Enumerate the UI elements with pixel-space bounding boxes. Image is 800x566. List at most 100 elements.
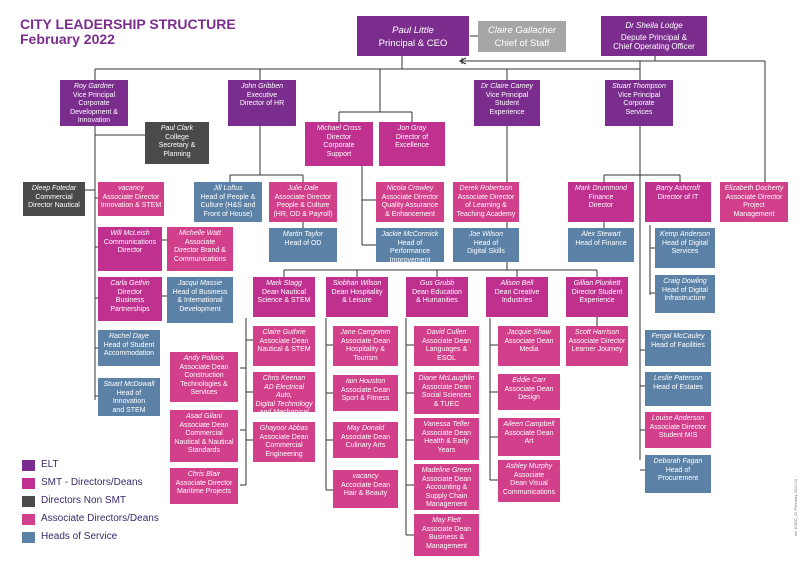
node-role: Associate Director Maritime Projects <box>175 480 233 496</box>
node-name: Paul Clark <box>160 125 194 132</box>
node-name: Kemp Anderson <box>660 231 710 238</box>
node-name: Dr Sheila Lodge <box>625 21 683 31</box>
node-role: Head of People & Culture (H&S and Front … <box>200 194 256 218</box>
node-role: Head of Estates <box>653 384 703 392</box>
node-name: Iain Houston <box>345 378 386 385</box>
node-role: Head of Student Accommodation <box>103 342 155 358</box>
node-role: Associate Director Learner Journey <box>568 338 626 354</box>
node-name: Rachel Daye <box>108 333 150 340</box>
node-name: Mark Stagg <box>266 280 302 287</box>
legend-swatch <box>22 496 35 507</box>
node-name: Elizabeth Docherty <box>724 185 784 192</box>
legend-swatch <box>22 460 35 471</box>
node-name: Barry Ashcroft <box>655 185 701 192</box>
node-role: Vice Principal Student Experience <box>485 92 529 116</box>
node-role: AD Electrical Auto, Digital Technology a… <box>255 384 313 412</box>
node-name: Michael Cross <box>316 125 362 132</box>
node-role: Associate Dean Media <box>504 338 554 354</box>
node-name: Aileen Campbell <box>503 421 555 428</box>
node-role: College Secretary & Planning <box>158 134 196 158</box>
node-role: Associate Dean Hospitality & Tourism <box>340 338 391 362</box>
node-role: Director Student Experience <box>571 289 623 305</box>
node-role: Head of Digital Infrastructure <box>662 287 708 303</box>
node-name: Alison Bell <box>500 280 534 287</box>
node-name: Joe Wilson <box>468 231 504 238</box>
node-name: Scott Harrison <box>574 329 620 336</box>
node-role: Head of Facilities <box>651 342 705 350</box>
node-role: Associate Dean Accounting & Supply Chain… <box>421 476 472 508</box>
node-role: Director Corporate Support <box>323 134 355 158</box>
node-name: Jill Loftus <box>213 185 243 192</box>
node-name: Ashley Murphy <box>505 463 553 470</box>
node-name: vacancy <box>352 473 379 480</box>
node-role: Associate Dean Commercial Nautical & Nau… <box>174 422 234 454</box>
node-role: Head of OD <box>284 240 322 248</box>
node-role: Commercial Director Nautical <box>28 194 80 210</box>
node-role: Dean Hospitality & Leisure <box>331 289 383 305</box>
node-name: Ghayoor Abbas <box>259 425 309 432</box>
node-name: Will McLeish <box>110 230 150 237</box>
reference-note: ref: ESDC_22 February 2022 v3 <box>793 478 798 536</box>
node-name: Nicola Crowley <box>386 185 434 192</box>
node-name: Michelle Watt <box>179 230 221 237</box>
legend-label: Associate Directors/Deans <box>41 513 159 524</box>
node-role: Vice Principal Corporate Services <box>617 92 661 116</box>
node-name: Martin Taylor <box>282 231 324 238</box>
node-role: Finance Director <box>588 194 614 210</box>
node-name: May Flett <box>432 517 461 524</box>
node-role: Communications Director <box>103 239 157 255</box>
node-role: Associate Director Innovation & STEM <box>100 194 162 210</box>
node-name: John Gribben <box>240 83 284 90</box>
node-name: Alex Stewart <box>581 231 621 238</box>
legend-label: ELT <box>41 459 59 470</box>
node-name: vacancy <box>118 185 144 192</box>
node-role: Associate Dean Art <box>504 430 554 446</box>
chart-title: CITY LEADERSHIP STRUCTURE <box>20 16 236 32</box>
node-role: Executive Director of HR <box>239 92 285 108</box>
legend-swatch <box>22 514 35 525</box>
node-name: Gillian Plunkett <box>573 280 621 287</box>
node-role: Vice Principal Corporate Development & I… <box>70 92 118 124</box>
node-name: Siobhan Wilson <box>332 280 382 287</box>
node-role: Associate Dean Visual Communications <box>502 472 556 496</box>
node-name: Mark Drummond <box>574 185 628 192</box>
node-name: Paul Little <box>392 24 434 36</box>
node-role: Associate Director Project Management <box>725 194 783 218</box>
node-name: Claire Gallacher <box>487 25 557 36</box>
node-name: Chris Blair <box>187 471 221 478</box>
node-role: Head of Procurement <box>657 467 699 483</box>
node-role: Dean Creative Industries <box>494 289 540 305</box>
node-name: Dleep Fotedar <box>31 185 77 192</box>
legend-label: Heads of Service <box>41 531 118 542</box>
node-role: Associate Director Student MIS <box>649 424 707 440</box>
node-role: Director Business Partnerships <box>110 289 150 313</box>
node-role: Associate Dean Construction Technologies… <box>179 364 229 396</box>
